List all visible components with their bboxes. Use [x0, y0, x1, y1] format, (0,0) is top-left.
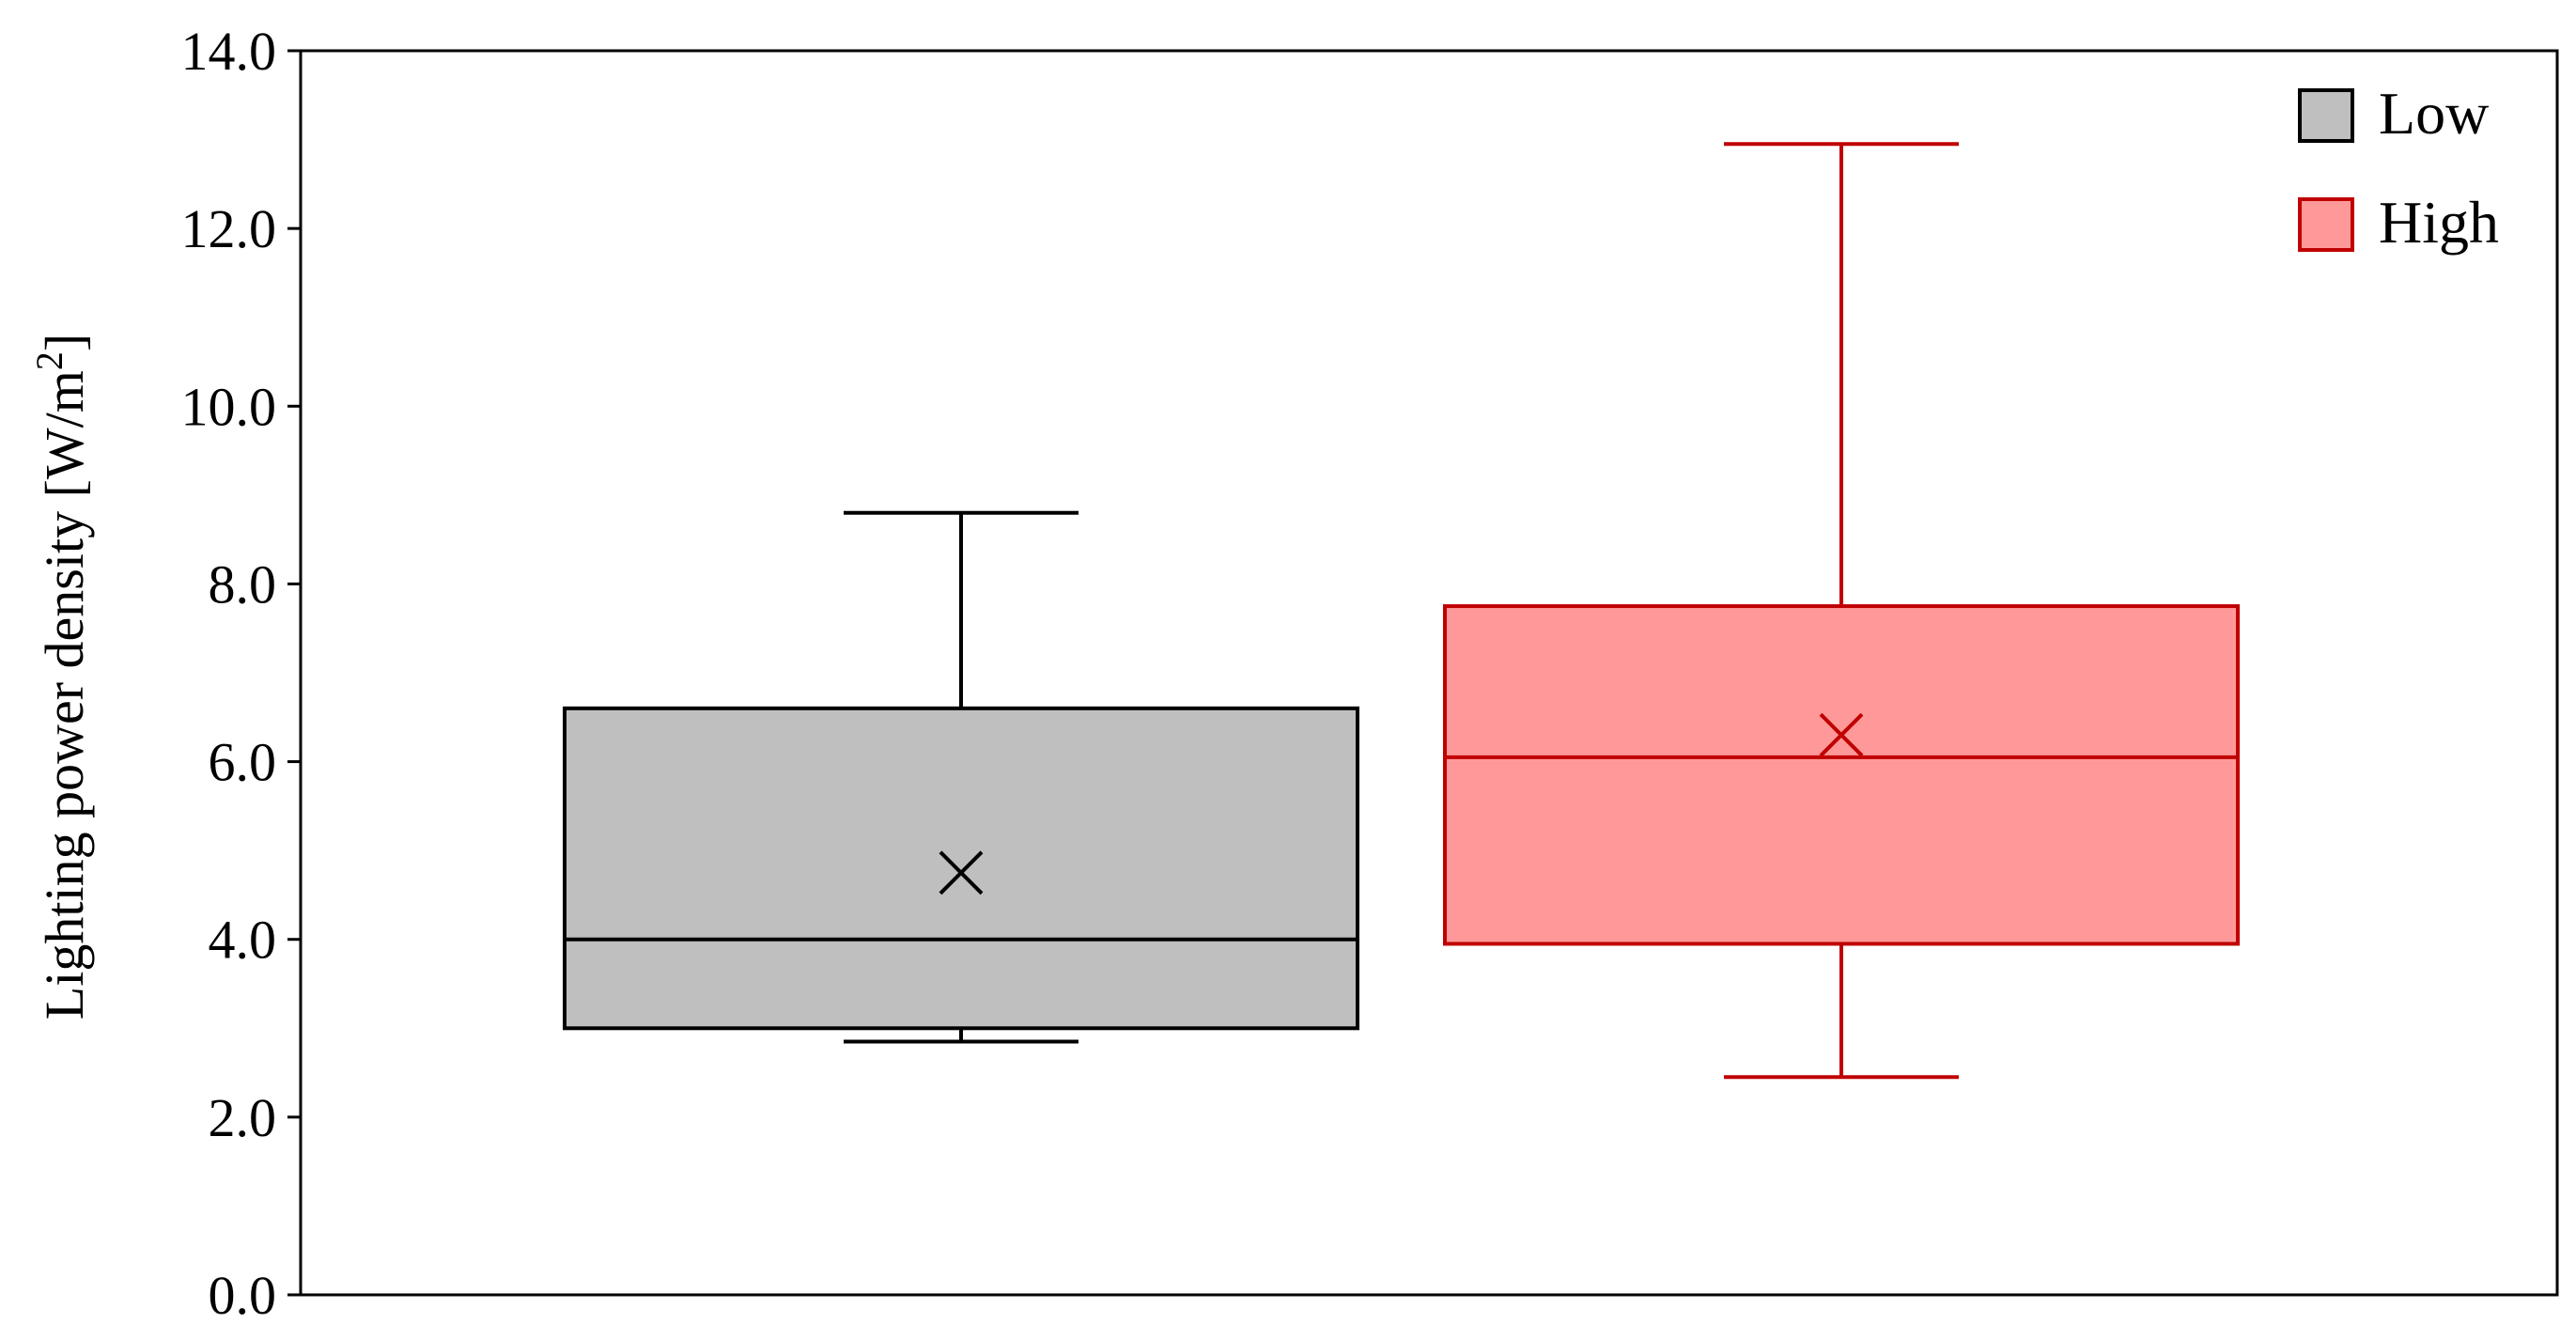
plot-frame [299, 49, 2559, 1297]
y-tick-label: 4.0 [209, 910, 277, 971]
legend-label-high: High [2379, 189, 2499, 256]
y-tick-label: 6.0 [209, 732, 277, 793]
y-tick-label: 12.0 [181, 198, 277, 259]
legend-label-low: Low [2379, 80, 2489, 147]
y-tick-label: 14.0 [181, 21, 277, 82]
legend-swatch-high [2298, 197, 2354, 252]
legend-swatch-low [2298, 88, 2354, 143]
y-axis-title: Lighting power density [W/m2] [28, 334, 96, 1020]
y-tick-label: 2.0 [209, 1087, 277, 1148]
box-high [1443, 604, 2240, 946]
box-low [563, 706, 1359, 1031]
mean-marker-low [939, 850, 984, 895]
y-tick-label: 10.0 [181, 376, 277, 437]
y-tick-label: 0.0 [209, 1265, 277, 1326]
y-tick-label: 8.0 [209, 553, 277, 615]
mean-marker-high [1819, 712, 1864, 757]
